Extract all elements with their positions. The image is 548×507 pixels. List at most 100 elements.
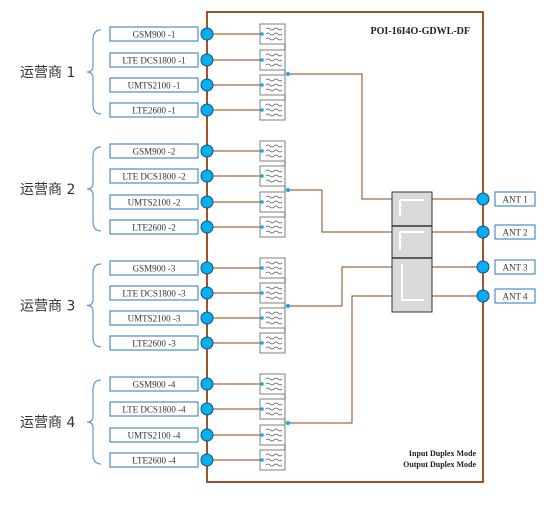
filter-node-dot: [260, 266, 264, 270]
output-mode-label: Output Duplex Mode: [403, 460, 476, 469]
port-label-box: [109, 194, 199, 210]
filter-wave-symbol: [265, 83, 283, 87]
combiner-to-hybrid-line: [288, 189, 392, 233]
filter-wave-symbol: [265, 463, 283, 467]
port-label-box: [109, 77, 199, 93]
port-label: LTE DCS1800 -2: [122, 172, 185, 182]
components-layer: 运营商 1 GSM900 -1 LTE DCS1800 -1 UMTS2100 -1 L…: [20, 23, 536, 471]
filter-wave-symbol: [265, 149, 283, 153]
filter-wave-symbol: [265, 200, 283, 204]
port-label-box: [109, 401, 199, 417]
filter-wave-symbol: [265, 321, 283, 325]
input-port-circle: [200, 144, 214, 158]
antenna-label-box: [494, 191, 536, 207]
filter-wave-symbol: [265, 261, 283, 265]
combiner-node-dot: [286, 421, 290, 425]
filter-wave-symbol: [265, 154, 283, 158]
hybrid-arrow: [401, 264, 424, 301]
filter-wave-symbol: [265, 453, 283, 457]
operator-label: 运营商 2: [20, 182, 75, 198]
filter-wave-symbol: [265, 53, 283, 57]
filter-wave-symbol: [265, 174, 283, 178]
port-label: GSM900 -3: [133, 264, 176, 274]
filter-wave-symbol: [265, 88, 283, 92]
port-label: GSM900 -2: [133, 147, 176, 157]
port-label-box: [109, 310, 199, 326]
filter-node-dot: [260, 316, 264, 320]
hybrid-arrow: [399, 231, 424, 250]
combiner-to-hybrid-line: [288, 295, 392, 424]
filter-node-dot: [260, 225, 264, 229]
input-port-circle: [200, 402, 214, 416]
filter-wave-symbol: [265, 458, 283, 462]
filter-wave-symbol: [265, 377, 283, 381]
wiring-layer: [207, 33, 483, 461]
filter-wave-symbol: [265, 220, 283, 224]
port-label: LTE2600 -1: [132, 106, 175, 116]
filter-node-dot: [260, 407, 264, 411]
port-label-box: [109, 335, 199, 351]
filter-wave-symbol: [265, 336, 283, 340]
filter-wave-symbol: [265, 296, 283, 300]
port-label-box: [109, 260, 199, 276]
input-port-circle: [200, 103, 214, 117]
antenna-label-box: [494, 224, 536, 240]
filter-node-dot: [260, 108, 264, 112]
filter-wave-symbol: [265, 291, 283, 295]
filter-wave-symbol: [265, 387, 283, 391]
hybrid-coupler-matrix: [391, 191, 433, 313]
port-label-box: [109, 376, 199, 392]
port-label-box: [109, 102, 199, 118]
combiner-node-dot: [286, 72, 290, 76]
antenna-label-box: [494, 288, 536, 304]
port-label: LTE2600 -3: [132, 339, 176, 349]
filter-node-dot: [260, 174, 264, 178]
port-label-box: [109, 427, 199, 443]
input-port-circle: [200, 336, 214, 350]
filter-wave-symbol: [265, 412, 283, 416]
input-port-circle: [200, 286, 214, 300]
filter-wave-symbol: [265, 311, 283, 315]
port-label-box: [109, 168, 199, 184]
filter-node-dot: [260, 458, 264, 462]
filter-wave-symbol: [265, 32, 283, 36]
input-port-circle: [200, 311, 214, 325]
filter-wave-symbol: [265, 169, 283, 173]
filter-node-dot: [260, 83, 264, 87]
filter-wave-symbol: [265, 346, 283, 350]
filter-wave-symbol: [265, 37, 283, 41]
filter-wave-symbol: [265, 113, 283, 117]
filter-wave-symbol: [265, 179, 283, 183]
filter-node-dot: [260, 58, 264, 62]
filter-wave-symbol: [265, 316, 283, 320]
input-mode-label: Input Duplex Mode: [409, 449, 477, 458]
filter-wave-symbol: [265, 438, 283, 442]
input-port-circle: [200, 453, 214, 467]
port-label: LTE2600 -2: [132, 223, 175, 233]
port-label: UMTS2100 -1: [128, 81, 181, 91]
operator-label: 运营商 3: [20, 299, 75, 315]
port-label: UMTS2100 -3: [128, 314, 181, 324]
poi-box: [206, 11, 484, 483]
filter-wave-symbol: [265, 402, 283, 406]
filter-wave-symbol: [265, 78, 283, 82]
port-label: LTE DCS1800 -1: [122, 56, 185, 66]
antenna-port-circle: [476, 225, 490, 239]
port-label: LTE DCS1800 -4: [122, 405, 186, 415]
filter-wave-symbol: [265, 63, 283, 67]
operator-label: 运营商 1: [20, 65, 75, 81]
filter-wave-symbol: [265, 266, 283, 270]
input-port-circle: [200, 78, 214, 92]
filter-wave-symbol: [265, 144, 283, 148]
operator-brace: [86, 29, 102, 115]
input-port-circle: [200, 195, 214, 209]
filter-wave-symbol: [265, 230, 283, 234]
antenna-label: ANT 1: [502, 195, 527, 205]
port-label-box: [109, 219, 199, 235]
operator-brace: [86, 146, 102, 232]
filter-wave-symbol: [265, 205, 283, 209]
filter-wave-symbol: [265, 108, 283, 112]
port-label: GSM900 -1: [133, 30, 176, 40]
input-port-circle: [200, 53, 214, 67]
